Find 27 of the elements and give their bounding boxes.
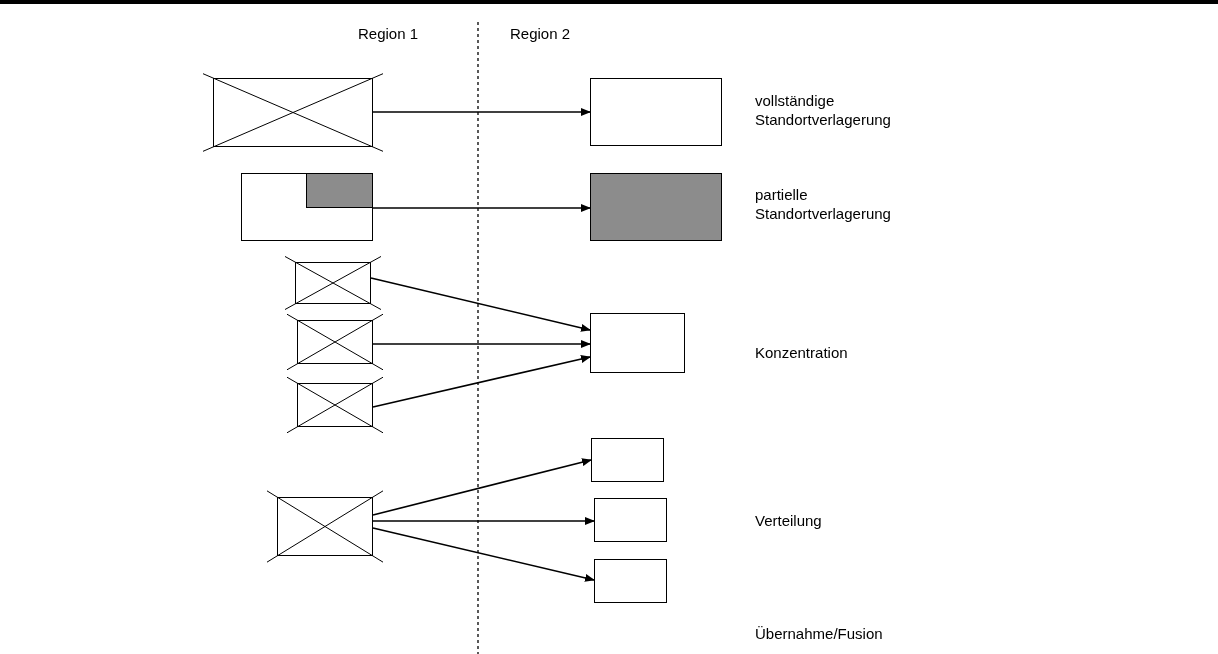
arrow	[372, 517, 595, 525]
site-box	[590, 313, 685, 373]
text-label: Übernahme/Fusion	[755, 624, 883, 643]
arrow	[372, 458, 592, 516]
text-label: Region 1	[358, 24, 419, 43]
crossed-out-box	[297, 320, 373, 364]
crossed-out-box	[277, 497, 373, 556]
site-box	[591, 438, 664, 482]
site-box	[594, 498, 667, 542]
arrow	[372, 108, 591, 116]
site-box	[241, 173, 373, 241]
arrow	[370, 277, 591, 332]
text-label: partielle Standortverlagerung	[755, 185, 892, 223]
arrow	[372, 355, 591, 408]
text-label: Konzentration	[755, 343, 848, 362]
site-box	[590, 173, 722, 241]
crossed-out-box	[295, 262, 371, 304]
arrow	[372, 340, 591, 348]
text-label: Verteilung	[755, 511, 822, 530]
site-box	[590, 78, 722, 146]
crossed-out-box	[297, 383, 373, 427]
crossed-out-box	[213, 78, 373, 147]
site-box	[594, 559, 667, 603]
text-label: Region 2	[510, 24, 571, 43]
text-label: vollständige Standortverlagerung	[755, 91, 892, 129]
arrow	[372, 204, 591, 212]
arrow	[372, 527, 595, 582]
